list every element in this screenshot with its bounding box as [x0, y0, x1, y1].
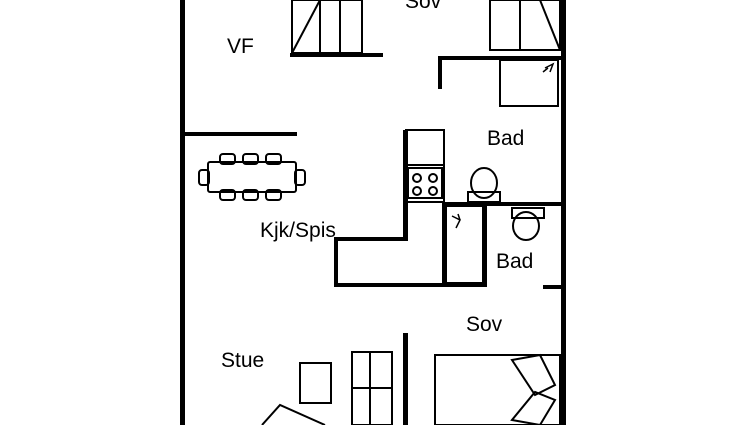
shower-head-icon: [542, 62, 555, 73]
bed: [434, 353, 561, 425]
wall-bath1-bottom: [446, 202, 561, 206]
outer-wall-left: [180, 0, 185, 425]
wall-top-closet: [290, 53, 383, 57]
shower-box-2: [445, 205, 484, 284]
wall-bath2-divider: [483, 202, 487, 287]
shower-box: [499, 59, 559, 107]
sofa: [351, 351, 393, 425]
closet-top-left: [291, 0, 363, 54]
toilet-icon: [467, 167, 501, 203]
toilet-icon: [511, 207, 545, 241]
stove-burner-icon: [428, 173, 438, 183]
room-label-stue: Stue: [221, 349, 264, 372]
dining-table: [198, 153, 306, 201]
wall-vf-kitchen: [185, 132, 297, 136]
wall-stue-sov: [403, 333, 408, 425]
stove-burner-icon: [412, 186, 422, 196]
coffee-table: [299, 362, 332, 404]
stove-burner-icon: [428, 186, 438, 196]
shower-head-icon: [451, 213, 462, 229]
closet-top-right: [489, 0, 561, 51]
kitchen-counter: [405, 129, 445, 203]
wall-bath-stub: [438, 56, 442, 89]
wall-bath2-stub-right: [543, 285, 561, 289]
outer-wall-right: [561, 0, 566, 425]
wall-kitchen-l-horizontal: [334, 237, 408, 241]
wall-bath2-bottom: [334, 283, 486, 287]
room-label-sov-top: Sov: [405, 0, 442, 13]
room-label-vf: VF: [227, 35, 254, 58]
room-label-kjk-spis: Kjk/Spis: [260, 219, 336, 242]
fixtures: [198, 0, 561, 425]
room-label-bad-1: Bad: [487, 127, 524, 150]
wall-bath2-left: [442, 202, 446, 286]
stove-burner-icon: [412, 173, 422, 183]
armchair: [261, 403, 326, 425]
room-label-bad-2: Bad: [496, 250, 533, 273]
wall-kitchen-l-stub: [334, 237, 338, 287]
room-label-sov-bottom: Sov: [466, 313, 503, 336]
wall-bath-top: [438, 56, 561, 60]
